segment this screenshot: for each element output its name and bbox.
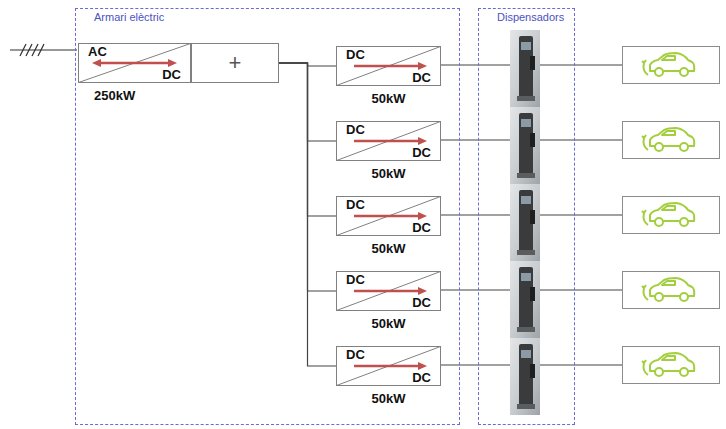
converter-diagonal bbox=[337, 347, 441, 386]
power-flow-arrow bbox=[354, 137, 427, 145]
output-wires bbox=[440, 65, 622, 365]
converter-box: DCDC50kW bbox=[336, 196, 441, 236]
dispenser-photo bbox=[510, 338, 540, 415]
converter-box: DCDC50kW bbox=[336, 346, 441, 386]
output-type: DC bbox=[412, 71, 431, 84]
output-type: DC bbox=[162, 68, 181, 81]
supply-line bbox=[10, 44, 77, 56]
power-rating: 50kW bbox=[336, 317, 441, 330]
bus-symbol: + bbox=[191, 52, 279, 74]
converter-box: DCDC50kW bbox=[336, 46, 441, 86]
bus-box: + bbox=[191, 43, 279, 83]
cabinet-region: Dispensadors bbox=[478, 8, 575, 425]
box-border bbox=[337, 122, 441, 161]
dispenser-photo bbox=[510, 107, 540, 184]
car-icon bbox=[623, 272, 720, 309]
converter-diagonal bbox=[337, 197, 441, 236]
vehicles bbox=[623, 47, 720, 384]
input-type: DC bbox=[346, 198, 365, 211]
cabinet-region: AC DC 250kW + DC DC 50kW DC DC 50kW DC DC 50kW DC DC 50… bbox=[75, 8, 460, 425]
converter-diagonal bbox=[337, 122, 441, 161]
power-rating: 250kW bbox=[94, 89, 135, 102]
region-title: Dispensadors bbox=[497, 12, 564, 23]
dispenser-photo bbox=[510, 30, 540, 107]
power-rating: 50kW bbox=[336, 392, 441, 405]
dc-bus-wire bbox=[279, 63, 336, 366]
converter-box: ACDC250kW bbox=[78, 43, 191, 83]
box-border bbox=[337, 47, 441, 86]
power-flow-arrow bbox=[92, 59, 177, 67]
power-flow-arrow bbox=[354, 212, 427, 220]
dispenser-photo bbox=[510, 261, 540, 338]
dispenser-photo bbox=[510, 184, 540, 261]
power-flow-arrow bbox=[354, 362, 427, 370]
output-type: DC bbox=[412, 221, 431, 234]
input-type: DC bbox=[346, 273, 365, 286]
car-icon bbox=[623, 347, 720, 384]
power-rating: 50kW bbox=[336, 167, 441, 180]
power-flow-arrow bbox=[354, 62, 427, 70]
box-border bbox=[337, 197, 441, 236]
converter-box: DCDC50kW bbox=[336, 121, 441, 161]
input-type: DC bbox=[346, 48, 365, 61]
converter-diagonal bbox=[337, 47, 441, 86]
car-icon bbox=[623, 197, 720, 234]
converter-diagonal bbox=[79, 44, 191, 83]
output-type: DC bbox=[412, 371, 431, 384]
box-border bbox=[337, 347, 441, 386]
car-icon bbox=[623, 47, 720, 84]
box-border bbox=[337, 272, 441, 311]
region-title: Armari elèctric bbox=[94, 12, 164, 23]
output-type: DC bbox=[412, 146, 431, 159]
dispenser-photos bbox=[510, 30, 540, 415]
power-flow-arrow bbox=[354, 287, 427, 295]
power-rating: 50kW bbox=[336, 242, 441, 255]
output-type: DC bbox=[412, 296, 431, 309]
power-rating: 50kW bbox=[336, 92, 441, 105]
input-type: AC bbox=[88, 45, 107, 58]
converter-diagonal bbox=[337, 272, 441, 311]
input-type: DC bbox=[346, 123, 365, 136]
car-icon bbox=[623, 122, 720, 159]
converter-box: DCDC50kW bbox=[336, 271, 441, 311]
input-type: DC bbox=[346, 348, 365, 361]
box-border bbox=[79, 44, 191, 83]
box-border bbox=[192, 44, 279, 83]
